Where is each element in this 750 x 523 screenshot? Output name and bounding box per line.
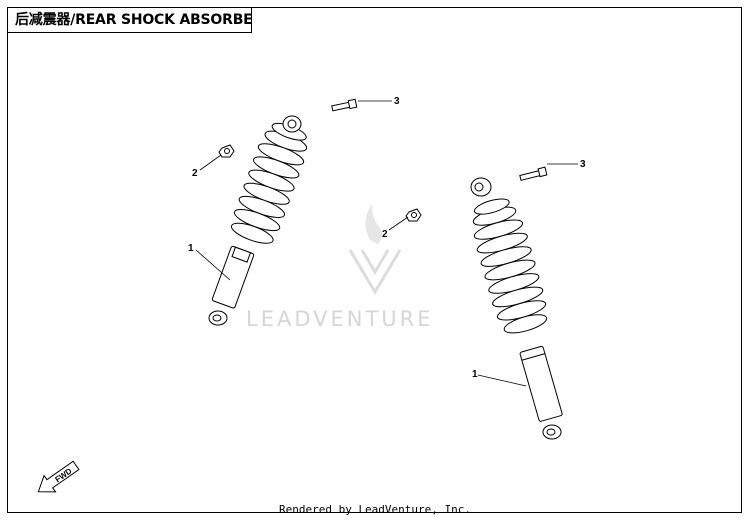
right-nut[interactable]: [405, 208, 422, 222]
left-shock-absorber[interactable]: [208, 115, 314, 326]
diagram-frame: [7, 7, 742, 513]
callout-left-nut: 2: [192, 168, 198, 179]
left-nut[interactable]: [218, 144, 235, 158]
callout-left-bolt: 3: [394, 96, 400, 107]
callout-left-shock: 1: [188, 243, 194, 254]
footer-credit: Rendered by LeadVenture, Inc.: [278, 503, 472, 516]
left-bolt[interactable]: [331, 98, 358, 112]
watermark-text: LEADVENTURE: [246, 307, 434, 331]
callout-right-shock: 1: [472, 369, 478, 380]
right-shock-absorber[interactable]: [465, 177, 563, 440]
callout-right-nut: 2: [382, 229, 388, 240]
right-bolt[interactable]: [519, 166, 548, 181]
watermark-logo: [348, 204, 402, 295]
fwd-arrow-icon: FWD: [37, 460, 80, 493]
leader-lines: [195, 100, 578, 387]
callout-right-bolt: 3: [580, 159, 586, 170]
diagram-title: 后减震器/REAR SHOCK ABSORBER: [7, 7, 252, 33]
